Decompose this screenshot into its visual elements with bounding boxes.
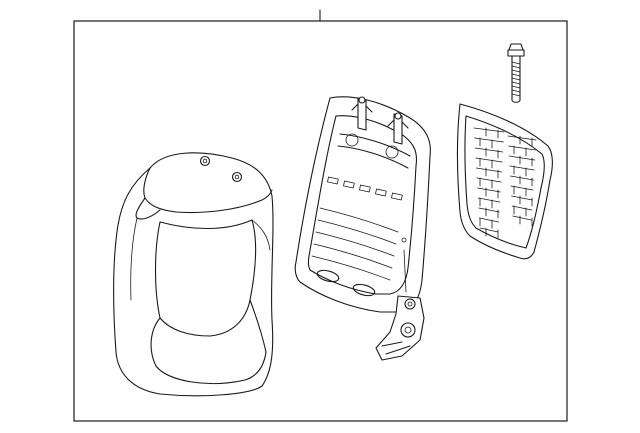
mesh-pad-icon — [456, 103, 553, 260]
mesh-pattern — [473, 127, 537, 239]
mesh-cell — [508, 155, 536, 161]
mesh-cell — [477, 187, 501, 193]
bolt-icon — [507, 43, 525, 103]
seat-back-frame-icon — [294, 96, 431, 361]
seat-back-cover-icon — [113, 152, 274, 397]
mesh-cell — [474, 137, 504, 143]
mesh-cell — [476, 167, 502, 173]
mesh-cell — [508, 145, 536, 151]
mesh-cell — [476, 177, 502, 183]
mesh-cell — [479, 227, 499, 233]
mesh-cell — [511, 205, 533, 211]
mesh-cell — [473, 127, 505, 133]
mesh-cell — [511, 195, 533, 201]
mesh-cell — [512, 215, 532, 221]
mesh-cell — [478, 207, 500, 213]
mesh-cell — [477, 197, 501, 203]
mesh-cell — [510, 175, 534, 181]
mesh-cell — [510, 185, 534, 191]
mesh-cell — [479, 217, 499, 223]
mesh-cell — [507, 135, 537, 141]
